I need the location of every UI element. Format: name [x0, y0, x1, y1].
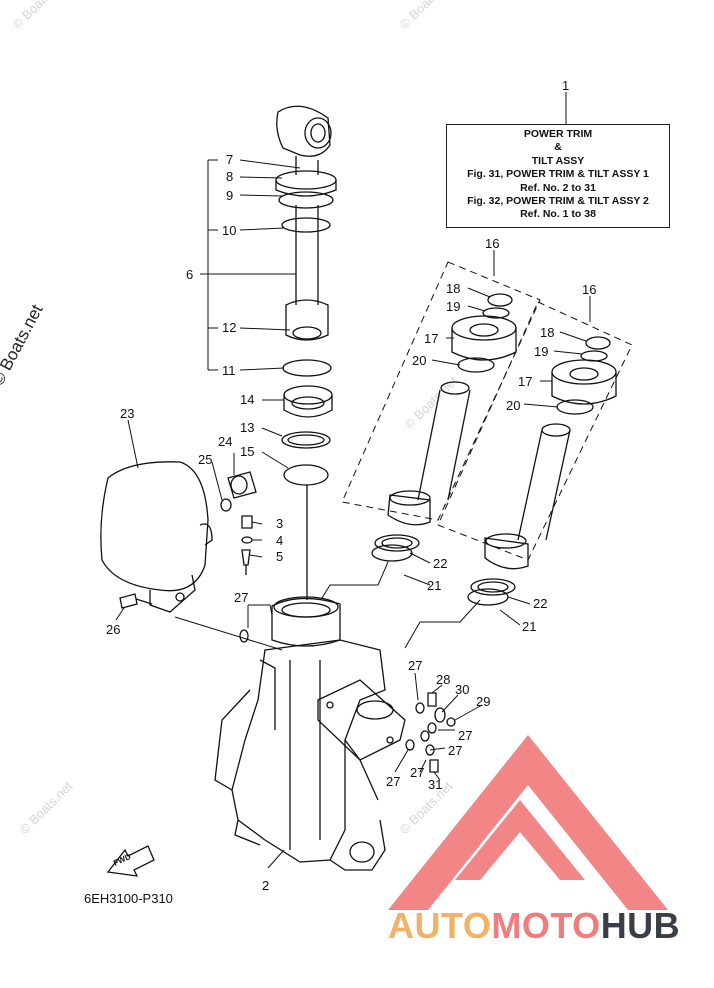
callout-5: 5: [276, 549, 283, 564]
callout-11: 11: [222, 363, 236, 378]
callout-30: 30: [455, 682, 469, 697]
group-box-left: [341, 261, 541, 521]
callout-14: 14: [240, 392, 254, 407]
callout-24: 24: [218, 434, 232, 449]
reference-line: Ref. No. 1 to 38: [520, 208, 596, 221]
callout-22: 22: [533, 596, 547, 611]
callout-23: 23: [120, 406, 134, 421]
callout-28: 28: [436, 672, 450, 687]
brand-part-moto: MOTO: [491, 905, 601, 946]
callout-10: 10: [222, 223, 236, 238]
callout-21: 21: [427, 578, 441, 593]
callout-20: 20: [412, 353, 426, 368]
callout-13: 13: [240, 420, 254, 435]
callout-16: 16: [485, 236, 499, 251]
drawing-code: 6EH3100-P310: [84, 891, 173, 906]
callout-12: 12: [222, 320, 236, 335]
callout-27: 27: [458, 728, 472, 743]
callout-18: 18: [446, 281, 460, 296]
callout-27: 27: [410, 765, 424, 780]
callout-25: 25: [198, 452, 212, 467]
title-line: TILT ASSY: [531, 154, 585, 167]
callout-6: 6: [186, 267, 193, 282]
callout-21: 21: [522, 619, 536, 634]
callout-15: 15: [240, 444, 254, 459]
reference-line: Fig. 31, POWER TRIM & TILT ASSY 1: [467, 168, 649, 181]
callout-18: 18: [540, 325, 554, 340]
callout-17: 17: [518, 374, 532, 389]
callout-27: 27: [448, 743, 462, 758]
callout-27: 27: [408, 658, 422, 673]
callout-7: 7: [226, 152, 233, 167]
callout-19: 19: [534, 344, 548, 359]
callout-8: 8: [226, 169, 233, 184]
title-line: &: [554, 141, 562, 154]
title-box: POWER TRIM & TILT ASSY Fig. 31, POWER TR…: [446, 124, 670, 228]
fwd-label: FWD: [112, 852, 133, 868]
reference-line: Ref. No. 2 to 31: [520, 181, 596, 194]
callout-3: 3: [276, 516, 283, 531]
callout-1: 1: [562, 78, 569, 93]
brand-part-auto: AUTO: [388, 905, 492, 946]
callout-26: 26: [106, 622, 120, 637]
title-line: POWER TRIM: [523, 128, 593, 140]
callout-4: 4: [276, 533, 283, 548]
reference-line: Fig. 32, POWER TRIM & TILT ASSY 2: [467, 195, 649, 208]
callout-31: 31: [428, 777, 442, 792]
cylinder-head: [276, 105, 331, 157]
callout-19: 19: [446, 299, 460, 314]
callout-16: 16: [582, 282, 596, 297]
callout-9: 9: [226, 188, 233, 203]
brand-wordmark: AUTOMOTOHUB: [388, 905, 680, 947]
callout-2: 2: [262, 878, 269, 893]
callout-22: 22: [433, 556, 447, 571]
callout-17: 17: [424, 331, 438, 346]
callout-20: 20: [506, 398, 520, 413]
brand-part-hub: HUB: [600, 905, 681, 946]
callout-27: 27: [234, 590, 248, 605]
group-box-right: [437, 301, 633, 561]
callout-29: 29: [476, 694, 490, 709]
callout-27: 27: [386, 774, 400, 789]
